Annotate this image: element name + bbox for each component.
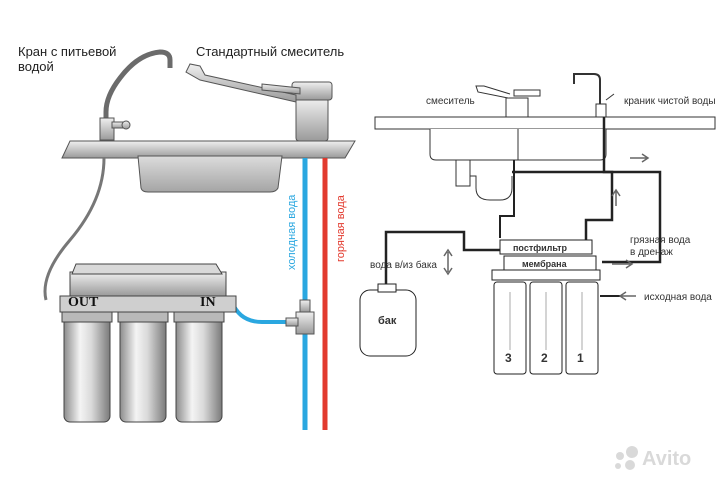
dirty-water-label-line2: в дренаж [630,247,673,258]
faucet-label-line2: водой [18,59,54,74]
faucet-hose [43,157,106,301]
storage-tank-icon [359,283,417,357]
drain-tube [512,170,662,264]
membrane-label: мембрана [522,259,568,269]
tank-tube [384,230,500,286]
cold-water-label: холодная вода [286,194,298,270]
stage-1-label: 1 [577,351,584,365]
countertop [61,140,356,159]
right-mixer-icon [475,85,541,118]
right-countertop [374,116,716,130]
sink-bowl [137,155,283,193]
mixer-label: Стандартный смеситель [196,44,344,59]
mixer-faucet-icon [185,63,333,142]
filter-cartridge-2 [119,311,167,423]
watermark-text: Avito [642,448,691,470]
right-mixer-label: смеситель [426,96,475,107]
arrow-tank-updown [443,248,453,276]
avito-watermark: Avito [615,446,691,470]
out-label: OUT [68,295,99,310]
filter-cartridge-1 [63,311,111,423]
cold-pipe-valve-icon [285,299,315,335]
postfilter-housing [499,239,593,255]
faucet-label-line1: Кран с питьевой [18,44,116,59]
filter-cartridge-3 [175,311,223,423]
clean-tap-label: краник чистой воды [624,96,716,107]
dirty-water-label-line1: грязная вода [630,235,691,246]
clean-tap-icon [573,73,615,118]
in-label: IN [200,295,216,310]
drinking-faucet-icon [99,49,173,141]
arrow-source [618,291,636,301]
mixer-cold-line [499,160,515,238]
postfilter-label: постфильтр [513,243,568,253]
arrow-dirty [612,259,634,269]
tank-label: бак [378,315,397,327]
hot-water-label: горячая вода [335,194,347,262]
triple-filter-housing [59,263,237,423]
source-water-label: исходная вода [644,292,712,303]
left-diagram: Кран с питьевой водой Стандартный смесит… [18,44,356,430]
stage-2-label: 2 [541,351,548,365]
arrow-drain [630,153,650,163]
stage-3-label: 3 [505,351,512,365]
drain-trap [461,160,513,201]
right-labels: смеситель краник чистой воды постфильтр … [370,96,716,365]
right-diagram [359,73,716,375]
tank-water-label: вода в/из бака [370,259,437,271]
arrow-clean-up [611,188,621,206]
